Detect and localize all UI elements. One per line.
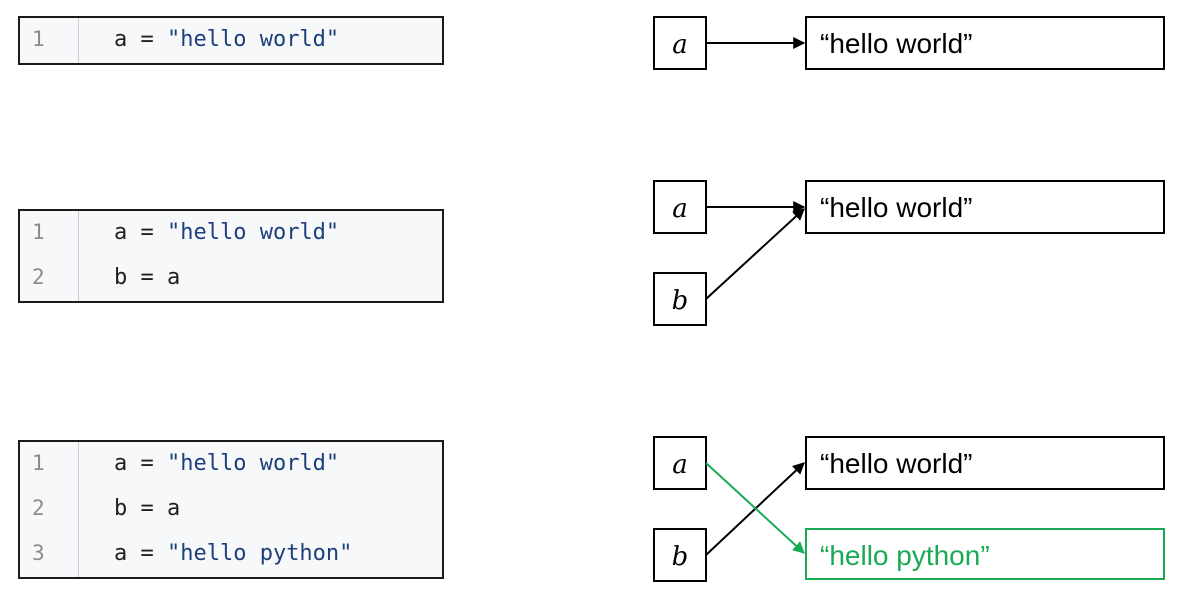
code-string: "hello world" <box>166 220 340 245</box>
code-string: "hello world" <box>166 27 340 52</box>
code-block-2: 1 a = "hello world" 2 b = a <box>18 209 444 303</box>
line-gutter <box>20 256 79 301</box>
code-text: a = "hello python" <box>114 541 352 566</box>
code-lhs: b = a <box>114 496 181 521</box>
variable-label-a: a <box>672 450 688 480</box>
variable-label-b: b <box>672 286 689 316</box>
diagram-panel-1: a “hello world” <box>653 16 1165 70</box>
code-block-3: 1 a = "hello world" 2 b = a 3 a = "hello… <box>18 440 444 579</box>
line-gutter <box>20 532 79 577</box>
string-value-label: “hello world” <box>820 28 973 59</box>
variable-label-b: b <box>672 542 689 572</box>
code-text: a = "hello world" <box>114 451 339 476</box>
variable-box-a <box>653 436 707 490</box>
code-lhs: a = <box>114 220 167 245</box>
line-number: 1 <box>32 220 45 244</box>
code-line: 2 b = a <box>20 487 442 532</box>
line-number: 3 <box>32 541 45 565</box>
code-lhs: b = a <box>114 265 181 290</box>
string-box <box>805 16 1165 70</box>
diagram-panel-3: a b “hello world” “hello python” <box>653 436 1165 582</box>
code-string: "hello world" <box>166 451 340 476</box>
code-line: 2 b = a <box>20 256 442 301</box>
string-box-old <box>805 436 1165 490</box>
code-line: 1 a = "hello world" <box>20 211 442 256</box>
code-text: b = a <box>114 496 180 521</box>
reference-arrow-a-new <box>705 462 805 554</box>
line-number: 1 <box>32 27 45 51</box>
line-number: 2 <box>32 496 45 520</box>
code-lhs: a = <box>114 27 167 52</box>
variable-box-a <box>653 180 707 234</box>
variable-label-a: a <box>672 194 688 224</box>
code-text: b = a <box>114 265 180 290</box>
line-gutter <box>20 487 79 532</box>
line-gutter <box>20 18 79 63</box>
line-number: 2 <box>32 265 45 289</box>
code-lhs: a = <box>114 541 167 566</box>
variable-label-a: a <box>672 30 688 60</box>
line-gutter <box>20 442 79 487</box>
line-number: 1 <box>32 451 45 475</box>
code-lhs: a = <box>114 451 167 476</box>
code-string: "hello python" <box>166 541 353 566</box>
line-gutter <box>20 211 79 256</box>
variable-box-b <box>653 528 707 582</box>
variable-box-a <box>653 16 707 70</box>
code-line: 1 a = "hello world" <box>20 442 442 487</box>
string-value-label: “hello world” <box>820 192 973 223</box>
code-block-1: 1 a = "hello world" <box>18 16 444 65</box>
code-line: 3 a = "hello python" <box>20 532 442 577</box>
string-box <box>805 180 1165 234</box>
reference-arrow-b <box>705 208 805 300</box>
string-value-new-label: “hello python” <box>820 540 990 571</box>
code-text: a = "hello world" <box>114 220 339 245</box>
string-value-old-label: “hello world” <box>820 448 973 479</box>
code-line: 1 a = "hello world" <box>20 18 442 63</box>
string-box-new <box>805 528 1165 580</box>
diagram-panel-2: a b “hello world” <box>653 180 1165 326</box>
code-text: a = "hello world" <box>114 27 339 52</box>
